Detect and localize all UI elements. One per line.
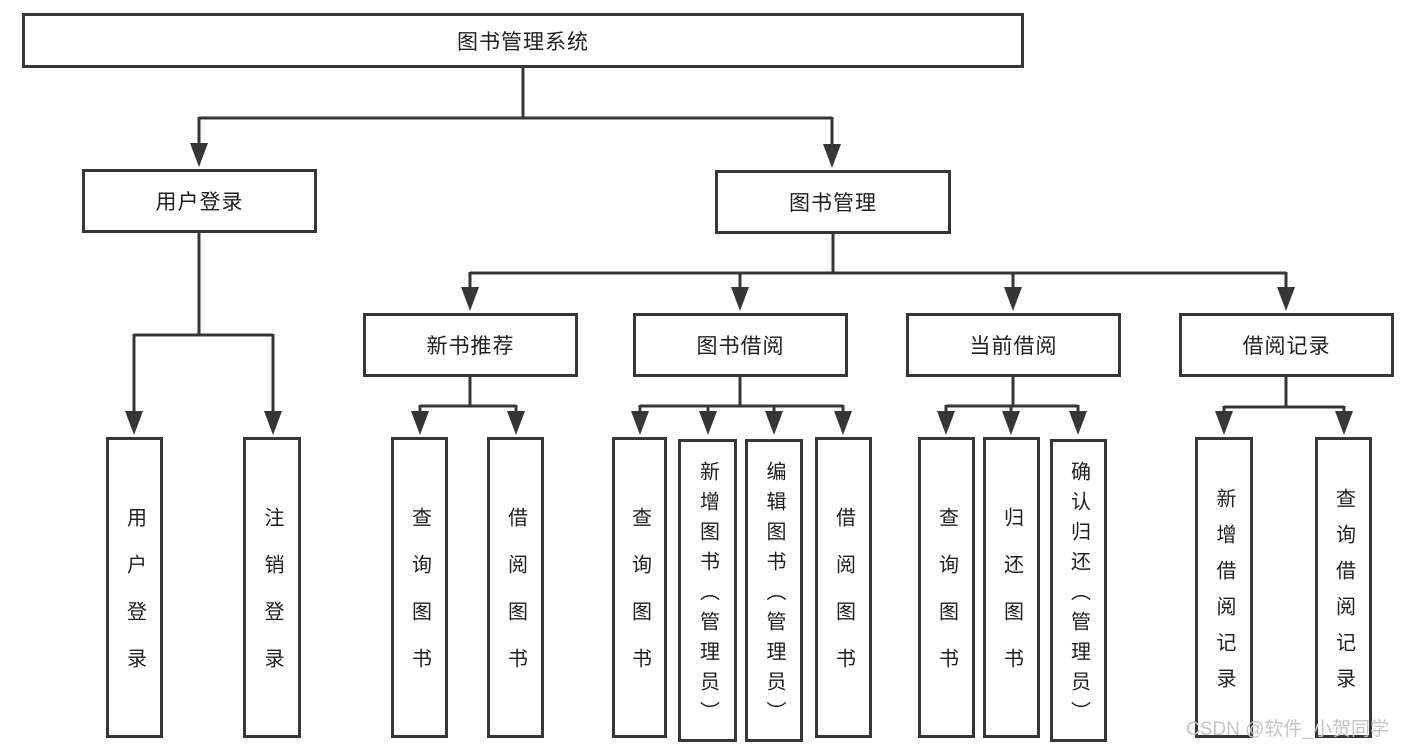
node-leaf-confirm-return-admin: 确认归还（管理员） [1050, 439, 1107, 742]
node-leaf-borrow-books-1: 借阅图书 [487, 437, 544, 738]
node-leaf-user-login: 用户登录 [106, 437, 163, 738]
node-leaf-query-books-1-label: 查询图书 [408, 507, 431, 695]
node-leaf-add-borrow-record-label: 新增借阅记录 [1213, 487, 1235, 704]
node-leaf-logout: 注销登录 [243, 437, 301, 738]
node-current-borrowing-label: 当前借阅 [969, 335, 1058, 358]
node-leaf-return-books: 归还图书 [983, 437, 1040, 738]
node-leaf-add-borrow-record: 新增借阅记录 [1195, 437, 1253, 738]
node-user-login-group-label: 用户登录 [155, 191, 244, 214]
node-leaf-add-books-admin: 新增图书（管理员） [678, 439, 737, 742]
arrowheads-book-mgmt-groups [461, 287, 1295, 311]
node-root-system-label: 图书管理系统 [457, 30, 589, 54]
arrowheads-current-borrow-children [937, 411, 1087, 435]
node-book-management-group: 图书管理 [715, 170, 951, 234]
csdn-watermark: CSDN @软件_小贺同学 [1186, 719, 1389, 740]
node-user-login-group: 用户登录 [82, 169, 317, 233]
node-leaf-edit-books-admin-label: 编辑图书（管理员） [763, 460, 785, 731]
connector-borrow-record-children [1222, 377, 1346, 416]
node-leaf-logout-label: 注销登录 [261, 507, 283, 695]
node-leaf-borrow-books-1-label: 借阅图书 [504, 507, 527, 695]
node-leaf-query-books-2: 查询图书 [612, 437, 667, 738]
connector-current-borrow-children [944, 377, 1080, 416]
node-root-system: 图书管理系统 [22, 13, 1024, 68]
node-leaf-user-login-label: 用户登录 [123, 507, 146, 695]
connector-root-to-level2 [197, 68, 834, 148]
node-book-borrowing: 图书借阅 [633, 313, 848, 377]
node-new-book-recommend-label: 新书推荐 [426, 335, 515, 358]
node-borrowing-records-label: 借阅记录 [1242, 335, 1331, 358]
connector-user-login-children [132, 233, 275, 415]
node-new-book-recommend: 新书推荐 [363, 313, 578, 377]
connector-book-borrow-children [638, 377, 845, 416]
arrowheads-level2 [190, 143, 841, 168]
node-book-management-group-label: 图书管理 [789, 192, 877, 215]
node-leaf-query-books-3: 查询图书 [918, 437, 975, 738]
arrowheads-user-login-children [125, 411, 282, 435]
arrowheads-new-book-children [411, 411, 525, 435]
node-leaf-query-books-1: 查询图书 [391, 437, 448, 738]
node-leaf-add-books-admin-label: 新增图书（管理员） [696, 460, 719, 731]
node-borrowing-records: 借阅记录 [1179, 313, 1394, 377]
node-book-borrowing-label: 图书借阅 [696, 335, 785, 358]
node-leaf-edit-books-admin: 编辑图书（管理员） [745, 439, 803, 742]
node-current-borrowing: 当前借阅 [906, 313, 1121, 377]
arrowheads-borrow-record-children [1215, 411, 1353, 435]
node-leaf-query-books-2-label: 查询图书 [628, 507, 651, 695]
node-leaf-borrow-books-2-label: 借阅图书 [832, 507, 855, 695]
node-leaf-query-borrow-record: 查询借阅记录 [1315, 437, 1372, 738]
node-leaf-query-borrow-record-label: 查询借阅记录 [1332, 487, 1355, 704]
node-leaf-borrow-books-2: 借阅图书 [815, 437, 872, 738]
arrowheads-book-borrow-children [631, 411, 852, 435]
connector-book-mgmt-groups [468, 234, 1288, 291]
node-leaf-return-books-label: 归还图书 [1000, 507, 1023, 695]
connector-new-book-children [418, 377, 518, 416]
node-leaf-query-books-3-label: 查询图书 [935, 507, 958, 695]
node-leaf-confirm-return-admin-label: 确认归还（管理员） [1067, 460, 1090, 731]
